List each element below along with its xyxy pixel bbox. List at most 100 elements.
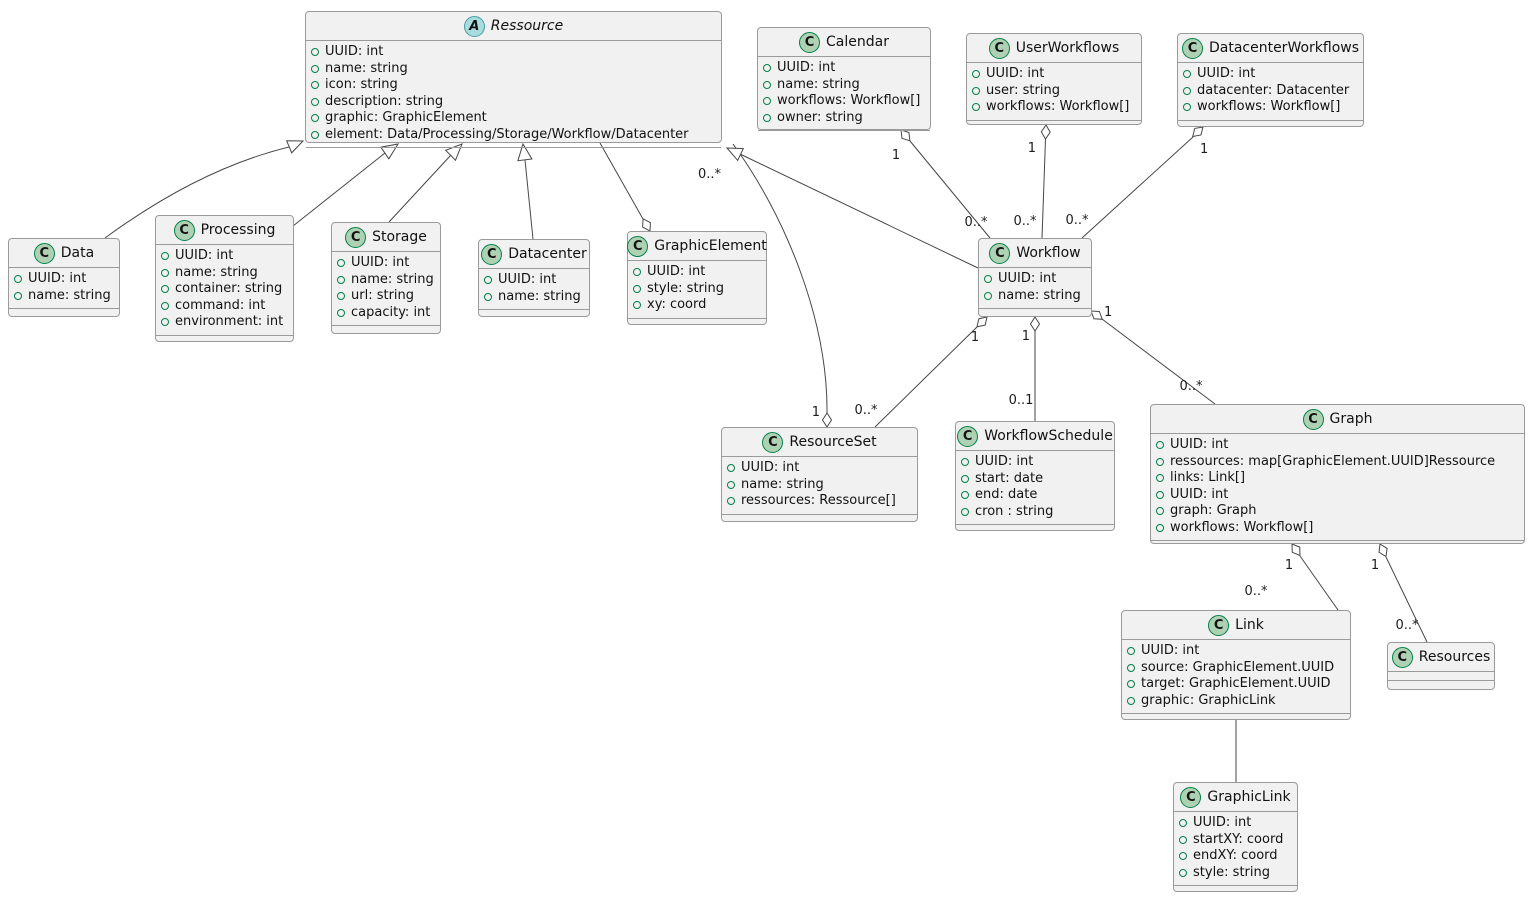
- multiplicity-label: 1: [1285, 558, 1293, 573]
- field-icon: [1156, 474, 1164, 483]
- attribute-text: graphic: GraphicLink: [1141, 692, 1276, 708]
- aggregation-diamond-icon: [821, 412, 833, 428]
- field-icon: [337, 308, 345, 317]
- attribute-text: UUID: int: [1141, 643, 1200, 658]
- multiplicity-label: 0..*: [1179, 379, 1203, 394]
- attribute-row: links: Link[]: [1156, 470, 1519, 487]
- methods-compartment: [967, 121, 1141, 129]
- field-icon: [1127, 663, 1135, 672]
- class-name: Resources: [1418, 649, 1491, 665]
- class-attributes: UUID: int name: string url: string capac…: [332, 251, 440, 326]
- generalization-arrow-icon: [285, 140, 305, 154]
- class-title: C WorkflowSchedule: [956, 422, 1114, 450]
- attribute-row: url: string: [337, 288, 435, 305]
- class-title: C Processing: [156, 216, 293, 244]
- class-attributes: UUID: int style: string xy: coord: [628, 260, 766, 319]
- attribute-row: datacenter: Datacenter: [1183, 83, 1358, 100]
- attribute-row: container: string: [161, 281, 288, 298]
- class-attributes: UUID: int start: date end: date cron : s…: [956, 450, 1114, 525]
- attribute-text: capacity: int: [351, 304, 431, 320]
- edge-userworkflows-workflow: [1041, 138, 1046, 239]
- class-userworkflows: C UserWorkflows UUID: int user: string w…: [966, 33, 1142, 125]
- multiplicity-label: 1: [892, 148, 900, 163]
- attribute-text: start: date: [975, 470, 1044, 486]
- class-title: C GraphicLink: [1174, 783, 1297, 811]
- field-icon: [484, 292, 492, 301]
- attribute-row: endXY: coord: [1179, 848, 1292, 865]
- field-icon: [311, 64, 319, 73]
- aggregation-diamond-icon: [900, 129, 911, 142]
- attribute-row: environment: int: [161, 314, 288, 331]
- attribute-text: endXY: coord: [1193, 848, 1278, 863]
- methods-compartment: [979, 309, 1091, 317]
- attribute-text: workflows: Workflow[]: [986, 99, 1130, 114]
- attribute-text: UUID: int: [777, 60, 836, 75]
- class-name: GraphicLink: [1207, 789, 1291, 805]
- attribute-row: command: int: [161, 298, 288, 315]
- attribute-text: name: string: [741, 476, 824, 492]
- attribute-text: UUID: int: [1170, 437, 1229, 452]
- attribute-row: workflows: Workflow[]: [1183, 99, 1358, 116]
- edge-datacenter-extends-ressource: [524, 159, 534, 240]
- class-badge-icon: C: [1208, 614, 1230, 636]
- class-graph: C Graph UUID: int ressources: map[Graphi…: [1150, 404, 1525, 544]
- class-attributes: UUID: int name: string: [979, 267, 1091, 309]
- field-icon: [14, 275, 22, 284]
- attribute-row: capacity: int: [337, 305, 435, 322]
- aggregation-diamond-icon: [642, 217, 651, 232]
- multiplicity-label: 0..1: [1009, 393, 1034, 408]
- attribute-text: UUID: int: [975, 454, 1034, 469]
- field-icon: [763, 113, 771, 122]
- field-icon: [1127, 647, 1135, 656]
- attribute-text: url: string: [351, 288, 415, 303]
- attribute-text: UUID: int: [1193, 815, 1252, 830]
- attribute-row: workflows: Workflow[]: [1156, 520, 1519, 537]
- attribute-text: command: int: [175, 297, 266, 313]
- field-icon: [972, 103, 980, 112]
- attribute-text: name: string: [325, 60, 408, 76]
- attribute-row: UUID: int: [1156, 487, 1519, 504]
- field-icon: [311, 48, 319, 57]
- class-title: C Link: [1122, 611, 1350, 639]
- field-icon: [972, 70, 980, 79]
- attribute-text: ressources: Ressource[]: [741, 493, 896, 508]
- attribute-row: UUID: int: [633, 264, 761, 281]
- edge-graph-resources: [1385, 556, 1428, 643]
- attribute-row: ressources: Ressource[]: [727, 493, 912, 510]
- methods-compartment: [156, 336, 293, 344]
- attribute-text: datacenter: Datacenter: [1197, 82, 1350, 98]
- edge-resourceset-ressource: [732, 143, 828, 414]
- class-attributes: UUID: int source: GraphicElement.UUID ta…: [1122, 639, 1350, 714]
- attribute-text: ressources: map[GraphicElement.UUID]Ress…: [1170, 453, 1496, 469]
- class-graphiclink: C GraphicLink UUID: int startXY: coord e…: [1173, 782, 1298, 892]
- edge-calendar-workflow: [909, 140, 991, 239]
- class-attributes: UUID: int name: string: [9, 267, 119, 309]
- attribute-row: workflows: Workflow[]: [763, 93, 925, 110]
- field-icon: [984, 275, 992, 284]
- attribute-row: target: GraphicElement.UUID: [1127, 676, 1345, 693]
- field-icon: [1183, 70, 1191, 79]
- attribute-row: startXY: coord: [1179, 832, 1292, 849]
- field-icon: [1183, 86, 1191, 95]
- attribute-row: UUID: int: [1179, 815, 1292, 832]
- field-icon: [961, 474, 969, 483]
- field-icon: [727, 480, 735, 489]
- edge-storage-extends-ressource: [388, 154, 452, 223]
- attribute-text: UUID: int: [741, 460, 800, 475]
- attribute-row: graphic: GraphicLink: [1127, 693, 1345, 710]
- field-icon: [311, 130, 319, 139]
- attribute-text: workflows: Workflow[]: [1197, 99, 1341, 114]
- class-name: Storage: [372, 229, 427, 245]
- field-icon: [961, 507, 969, 516]
- class-name: GraphicElement: [654, 238, 767, 254]
- attribute-text: UUID: int: [325, 44, 384, 59]
- class-badge-icon: C: [173, 219, 195, 241]
- class-name: Graph: [1329, 411, 1373, 427]
- class-attributes: UUID: int name: string container: string…: [156, 244, 293, 336]
- attribute-text: name: string: [998, 287, 1081, 303]
- attribute-text: owner: string: [777, 109, 863, 125]
- edge-data-extends-ressource: [104, 146, 290, 239]
- field-icon: [763, 80, 771, 89]
- class-storage: C Storage UUID: int name: string url: st…: [331, 222, 441, 334]
- abstract-badge-icon: A: [463, 15, 485, 37]
